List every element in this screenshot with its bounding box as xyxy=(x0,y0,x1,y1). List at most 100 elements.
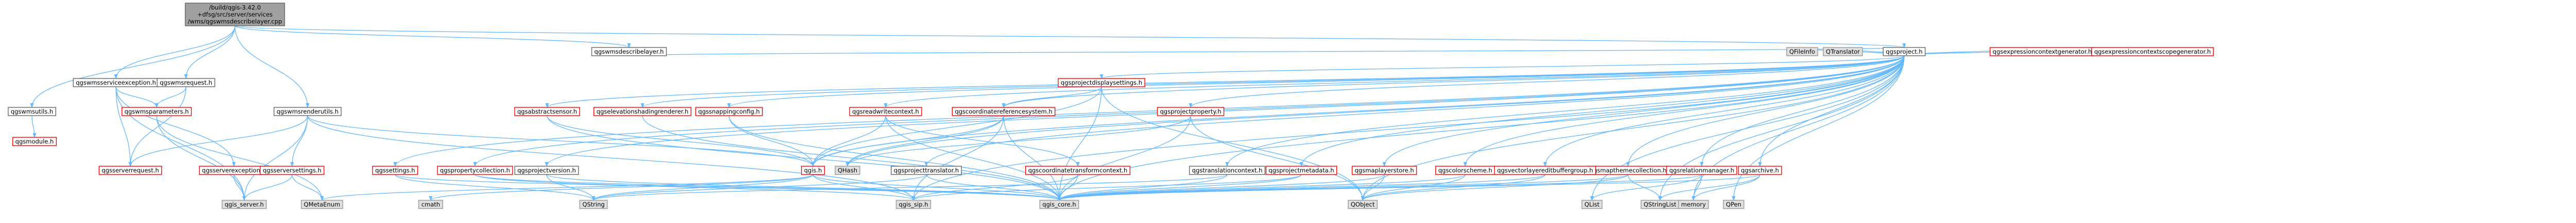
edge-focus-to-serviceexception xyxy=(114,25,235,79)
edge-wmsparameters-to-qmetaenum xyxy=(156,115,324,201)
edge-qgis_h-to-qgis_sip xyxy=(812,174,916,201)
node-label-projectproperty: qgsprojectproperty.h xyxy=(1160,108,1221,115)
edge-focus-to-describelayer xyxy=(234,25,631,48)
node-readwritecontext[interactable]: qgsreadwritecontext.h xyxy=(849,107,922,116)
node-qstring: QString xyxy=(579,200,608,209)
node-qmetaenum: QMetaEnum xyxy=(300,200,344,209)
node-wmsparameters[interactable]: qgswmsparameters.h xyxy=(121,107,192,116)
node-box-qfileinfo xyxy=(1786,47,1818,56)
node-box-relationmanager xyxy=(1666,166,1737,175)
edge-describelayer-to-qgsproject xyxy=(629,47,1905,56)
edge-abstractsensor-to-qgis_core xyxy=(547,115,1061,201)
edge-renderutils-to-serverrequest xyxy=(128,115,308,167)
node-label-cmath: cmath xyxy=(421,201,440,208)
edge-wmsrequest-to-serverrequest xyxy=(128,86,187,167)
node-archive[interactable]: qgsarchive.h xyxy=(1738,166,1782,175)
node-box-elevationshading xyxy=(593,107,692,116)
node-exprscopegen[interactable]: qgsexpressioncontextscopegenerator.h xyxy=(2091,47,2214,56)
node-box-qgis_core xyxy=(1039,200,1079,209)
edge-qgsproject-to-translationcontext xyxy=(1225,55,1905,167)
node-label-abstractsensor: qgsabstractsensor.h xyxy=(517,108,577,115)
node-label-qlist: QList xyxy=(1584,201,1600,208)
node-box-serversettings xyxy=(260,166,325,175)
node-serverrequest[interactable]: qgsserverrequest.h xyxy=(98,166,162,175)
node-displaysettings[interactable]: qgsprojectdisplaysettings.h xyxy=(1058,78,1145,87)
node-translationcontext[interactable]: qgstranslationcontext.h xyxy=(1189,166,1266,175)
edge-qgsproject-to-abstractsensor xyxy=(545,55,1905,108)
node-qgssettings[interactable]: qgssettings.h xyxy=(372,166,418,175)
node-qgsmodule[interactable]: qgsmodule.h xyxy=(12,137,57,146)
node-label-serviceexception: qgswmsserviceexception.h xyxy=(76,79,156,86)
edge-qgsproject-to-qgssettings xyxy=(393,55,1905,167)
node-qgsproject[interactable]: qgsproject.h xyxy=(1883,47,1926,56)
node-serversettings[interactable]: qgsserversettings.h xyxy=(260,166,325,175)
node-box-qlist xyxy=(1581,200,1603,209)
node-serviceexception[interactable]: qgswmsserviceexception.h xyxy=(73,78,159,87)
node-box-propertycollection xyxy=(437,166,513,175)
edge-vectorlayereditbuffergroup-to-qobject xyxy=(1361,174,1546,201)
edge-qgsproject-to-elevationshading xyxy=(640,55,1905,108)
node-relationmanager[interactable]: qgsrelationmanager.h xyxy=(1666,166,1737,175)
edge-qgsproject-to-qlist xyxy=(1590,55,1905,201)
node-crs[interactable]: qgscoordinatereferencesystem.h xyxy=(952,107,1056,116)
node-exprctxgen[interactable]: qgsexpressioncontextgenerator.h xyxy=(1989,47,2095,56)
node-box-projectversion xyxy=(514,166,579,175)
edge-qgsproject-to-mapthemecollection xyxy=(1626,55,1905,167)
node-qlist: QList xyxy=(1581,200,1603,209)
node-snappingconfig[interactable]: qgssnappingconfig.h xyxy=(695,107,763,116)
node-focus[interactable]: /build/qgis-3.42.0+dfsg/src/server/servi… xyxy=(184,3,285,26)
node-label-qobject: QObject xyxy=(1351,201,1375,208)
node-box-describelayer xyxy=(591,47,667,56)
node-elevationshading[interactable]: qgselevationshadingrenderer.h xyxy=(593,107,692,116)
node-projectproperty[interactable]: qgsprojectproperty.h xyxy=(1157,107,1225,116)
node-label-qgsproject: qgsproject.h xyxy=(1886,48,1922,55)
node-label-qgis_server: qgis_server.h xyxy=(225,201,264,208)
node-describelayer[interactable]: qgswmsdescribelayer.h xyxy=(591,47,667,56)
node-label-projectmetadata: qgsprojectmetadata.h xyxy=(1268,167,1334,174)
node-label-qtranslator: QTranslator xyxy=(1826,48,1860,55)
edge-vectorlayereditbuffergroup-to-qgis_core xyxy=(1057,174,1546,201)
node-label-exprctxgen: qgsexpressioncontextgenerator.h xyxy=(1993,48,2092,55)
node-box-abstractsensor xyxy=(514,107,580,116)
edge-projecttranslator-to-qstring xyxy=(591,174,927,201)
node-box-qmetaenum xyxy=(300,200,344,209)
node-propertycollection[interactable]: qgspropertycollection.h xyxy=(437,166,513,175)
node-renderutils[interactable]: qgswmsrenderutils.h xyxy=(274,107,342,116)
node-projecttranslator[interactable]: qgsprojecttranslator.h xyxy=(891,166,962,175)
node-qtranslator: QTranslator xyxy=(1823,47,1863,56)
edge-translationcontext-to-qstring xyxy=(591,174,1228,201)
node-label-focus: +dfsg/src/server/services xyxy=(197,11,273,18)
edge-elevationshading-to-qgis_core xyxy=(642,115,1061,201)
node-box-qstring xyxy=(579,200,608,209)
node-abstractsensor[interactable]: qgsabstractsensor.h xyxy=(514,107,580,116)
edge-wmsparameters-to-qgis_server xyxy=(156,115,246,201)
node-label-projectversion: qgsprojectversion.h xyxy=(517,167,576,174)
node-box-projecttranslator xyxy=(891,166,962,175)
node-mapthemecollection[interactable]: qgsmapthemecollection.h xyxy=(1586,166,1670,175)
node-qgswmsutils[interactable]: qgswmsutils.h xyxy=(8,107,56,116)
node-colorscheme[interactable]: qgscolorscheme.h xyxy=(1435,166,1496,175)
node-box-qgsproject xyxy=(1883,47,1926,56)
node-qgis_h[interactable]: qgis.h xyxy=(801,166,825,175)
node-transformcontext[interactable]: qgscoordinatetransformcontext.h xyxy=(1025,166,1130,175)
node-box-qpen xyxy=(1723,200,1744,209)
node-label-maplayerstore: qgsmaplayerstore.h xyxy=(1354,167,1414,174)
edge-qgsserverexception-to-qgis_server xyxy=(233,174,246,201)
node-box-displaysettings xyxy=(1058,78,1145,87)
node-qgis_core: qgis_core.h xyxy=(1039,200,1079,209)
node-label-exprscopegen: qgsexpressioncontextscopegenerator.h xyxy=(2094,48,2211,55)
node-projectversion[interactable]: qgsprojectversion.h xyxy=(514,166,579,175)
edge-qgsproject-to-snappingconfig xyxy=(727,55,1905,108)
node-box-crs xyxy=(952,107,1056,116)
node-qgsserverexception[interactable]: qgsserverexception.h xyxy=(199,166,269,175)
node-maplayerstore[interactable]: qgsmaplayerstore.h xyxy=(1351,166,1417,175)
node-wmsrequest[interactable]: qgswmsrequest.h xyxy=(157,78,215,87)
node-box-qtranslator xyxy=(1823,47,1863,56)
node-label-mapthemecollection: qgsmapthemecollection.h xyxy=(1589,167,1666,174)
node-box-qobject xyxy=(1348,200,1378,209)
node-box-projectmetadata xyxy=(1265,166,1337,175)
node-vectorlayereditbuffergroup[interactable]: qgsvectorlayereditbuffergroup.h xyxy=(1494,166,1596,175)
node-label-renderutils: qgswmsrenderutils.h xyxy=(277,108,338,115)
node-projectmetadata[interactable]: qgsprojectmetadata.h xyxy=(1265,166,1337,175)
